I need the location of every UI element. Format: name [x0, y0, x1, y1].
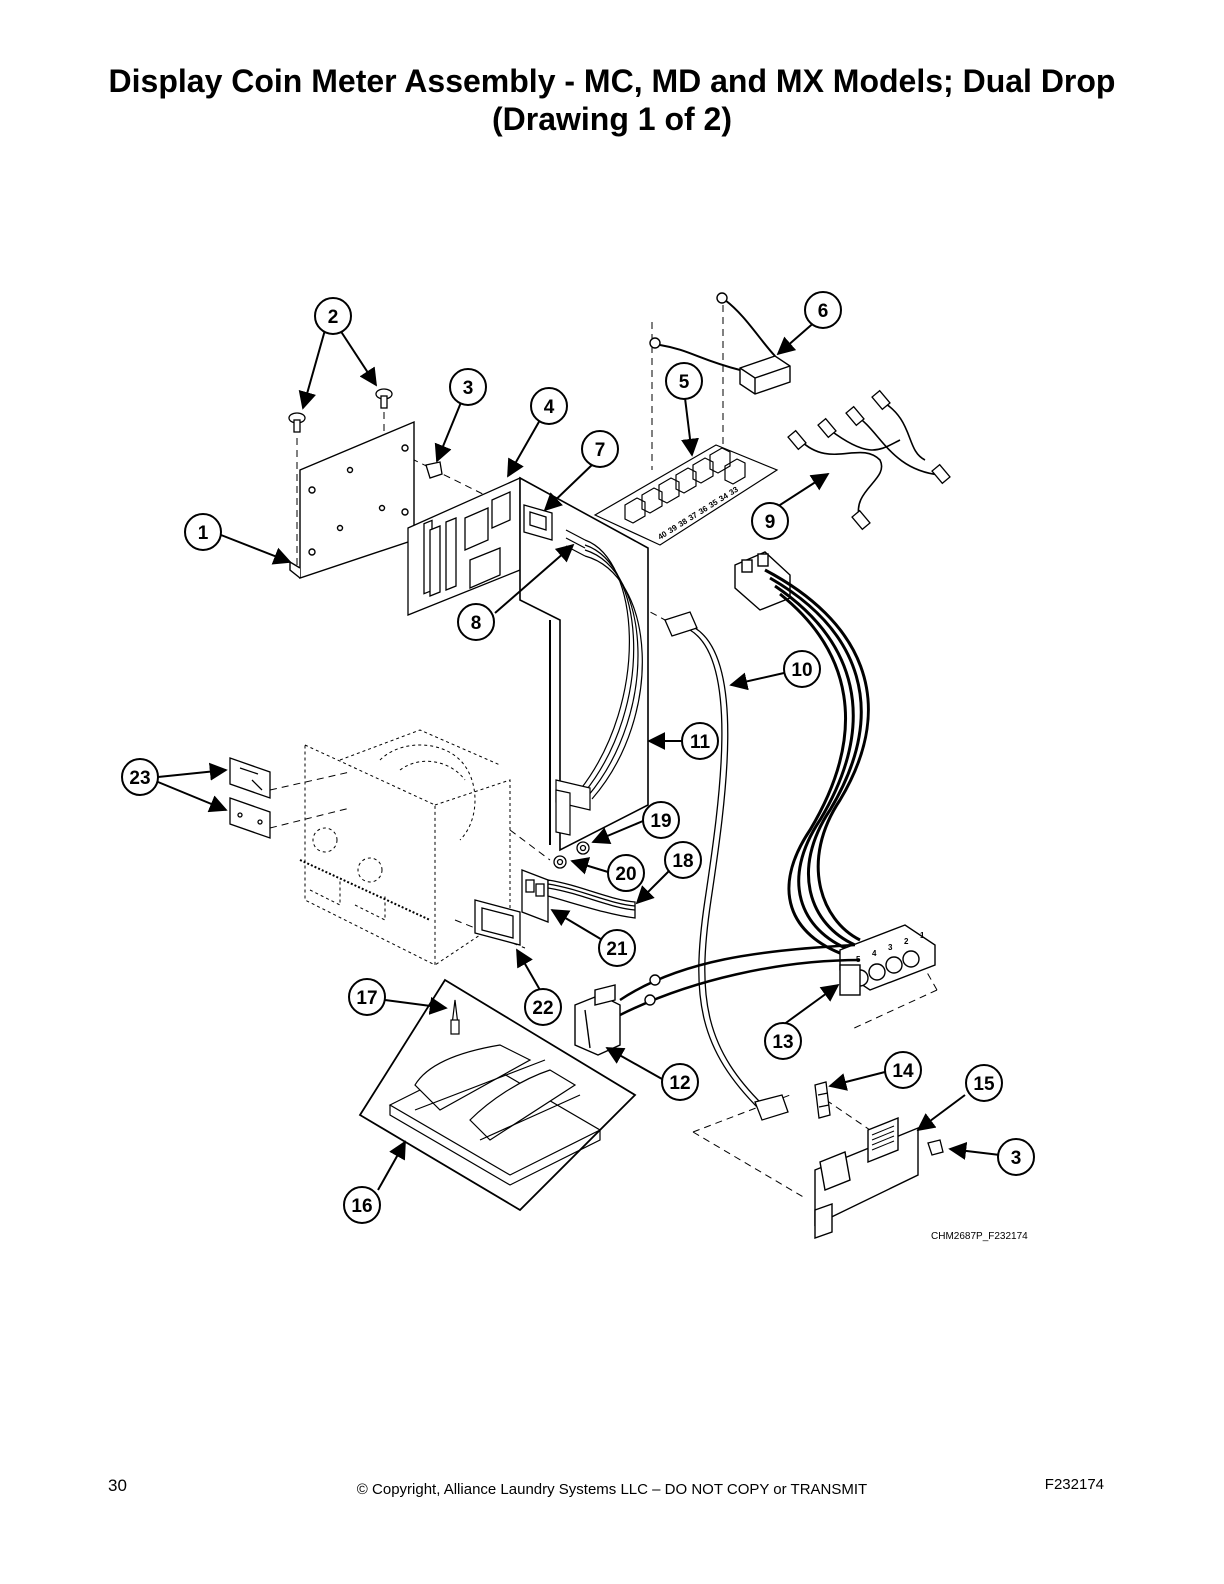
callout-2: 2 [314, 297, 352, 335]
washers [553, 841, 590, 869]
svg-text:2: 2 [328, 307, 339, 328]
wire-harness-10 [664, 611, 789, 1121]
callout-12: 12 [661, 1063, 699, 1101]
power-supply-board [814, 1116, 919, 1239]
page-title: Display Coin Meter Assembly - MC, MD and… [0, 62, 1224, 138]
svg-text:18: 18 [672, 851, 693, 872]
callout-5: 5 [665, 362, 703, 400]
callout-13: 13 [764, 1022, 802, 1060]
callout-19: 19 [642, 801, 680, 839]
svg-text:19: 19 [650, 811, 671, 832]
svg-text:20: 20 [615, 864, 636, 885]
page-number: 30 [108, 1476, 127, 1495]
arrow-decals [229, 757, 271, 839]
callout-7: 7 [581, 430, 619, 468]
noise-filter [649, 292, 791, 395]
svg-text:16: 16 [351, 1196, 372, 1217]
callout-17: 17 [348, 978, 386, 1016]
svg-text:8: 8 [471, 613, 482, 634]
board-connector [523, 504, 553, 541]
callout-14: 14 [884, 1051, 922, 1089]
display-circuit-board [407, 476, 521, 616]
svg-text:17: 17 [356, 988, 377, 1009]
coin-chute-insert [358, 978, 637, 1212]
callout-9: 9 [751, 502, 789, 540]
standoff-clip [425, 461, 944, 1156]
callout-10: 10 [783, 650, 821, 688]
callout-6: 6 [804, 291, 842, 329]
coin-switch [574, 943, 861, 1056]
callout-22: 22 [524, 988, 562, 1026]
callout-21: 21 [598, 929, 636, 967]
svg-text:23: 23 [129, 768, 150, 789]
rivet-pin [450, 999, 460, 1035]
fuse [814, 1081, 831, 1119]
svg-text:7: 7 [595, 440, 606, 461]
svg-text:4: 4 [544, 397, 555, 418]
callout-3-board: 3 [997, 1138, 1035, 1176]
svg-text:14: 14 [892, 1061, 914, 1082]
svg-text:9: 9 [765, 512, 776, 533]
svg-text:12: 12 [669, 1073, 690, 1094]
svg-text:3: 3 [463, 378, 474, 399]
callout-23: 23 [121, 758, 159, 796]
callout-1: 1 [184, 513, 222, 551]
callout-bubbles: 1 2 3 4 5 6 7 8 9 10 11 12 13 14 15 3 16… [121, 291, 1035, 1224]
ribbon-harness [555, 529, 643, 836]
callout-11: 11 [681, 722, 719, 760]
callout-16: 16 [343, 1186, 381, 1224]
svg-text:15: 15 [973, 1074, 995, 1095]
callout-15: 15 [965, 1064, 1003, 1102]
svg-text:10: 10 [791, 660, 812, 681]
terminal-plug [839, 924, 936, 996]
display-lens [474, 899, 521, 946]
callout-20: 20 [607, 854, 645, 892]
svg-text:13: 13 [772, 1032, 793, 1053]
terminal-strip [593, 444, 779, 546]
callout-8: 8 [457, 603, 495, 641]
mounting-plate [289, 420, 415, 579]
callout-18: 18 [664, 841, 702, 879]
drawing-reference-code: CHM2687P_F232174 [931, 1231, 1028, 1242]
main-harness-plug [734, 551, 870, 957]
title-line-2: (Drawing 1 of 2) [491, 101, 732, 137]
svg-text:3: 3 [1011, 1148, 1022, 1169]
led-display-board [521, 869, 636, 923]
plug-pin-4: 4 [872, 949, 877, 958]
callout-3: 3 [449, 368, 487, 406]
plug-pin-1: 1 [920, 931, 925, 940]
svg-text:5: 5 [679, 372, 690, 393]
svg-text:1: 1 [198, 523, 209, 544]
callout-4: 4 [530, 387, 568, 425]
svg-text:21: 21 [606, 939, 628, 960]
wire-jumpers [787, 389, 951, 531]
plug-pin-3: 3 [888, 943, 893, 952]
svg-text:11: 11 [690, 732, 711, 753]
coin-meter-body [299, 729, 511, 966]
copyright-notice: © Copyright, Alliance Laundry Systems LL… [356, 1481, 868, 1498]
screws [288, 388, 393, 433]
plug-pin-2: 2 [904, 937, 909, 946]
document-number: F232174 [1044, 1476, 1104, 1493]
title-line-1: Display Coin Meter Assembly - MC, MD and… [108, 63, 1116, 99]
svg-text:6: 6 [818, 301, 829, 322]
svg-text:22: 22 [532, 998, 553, 1019]
